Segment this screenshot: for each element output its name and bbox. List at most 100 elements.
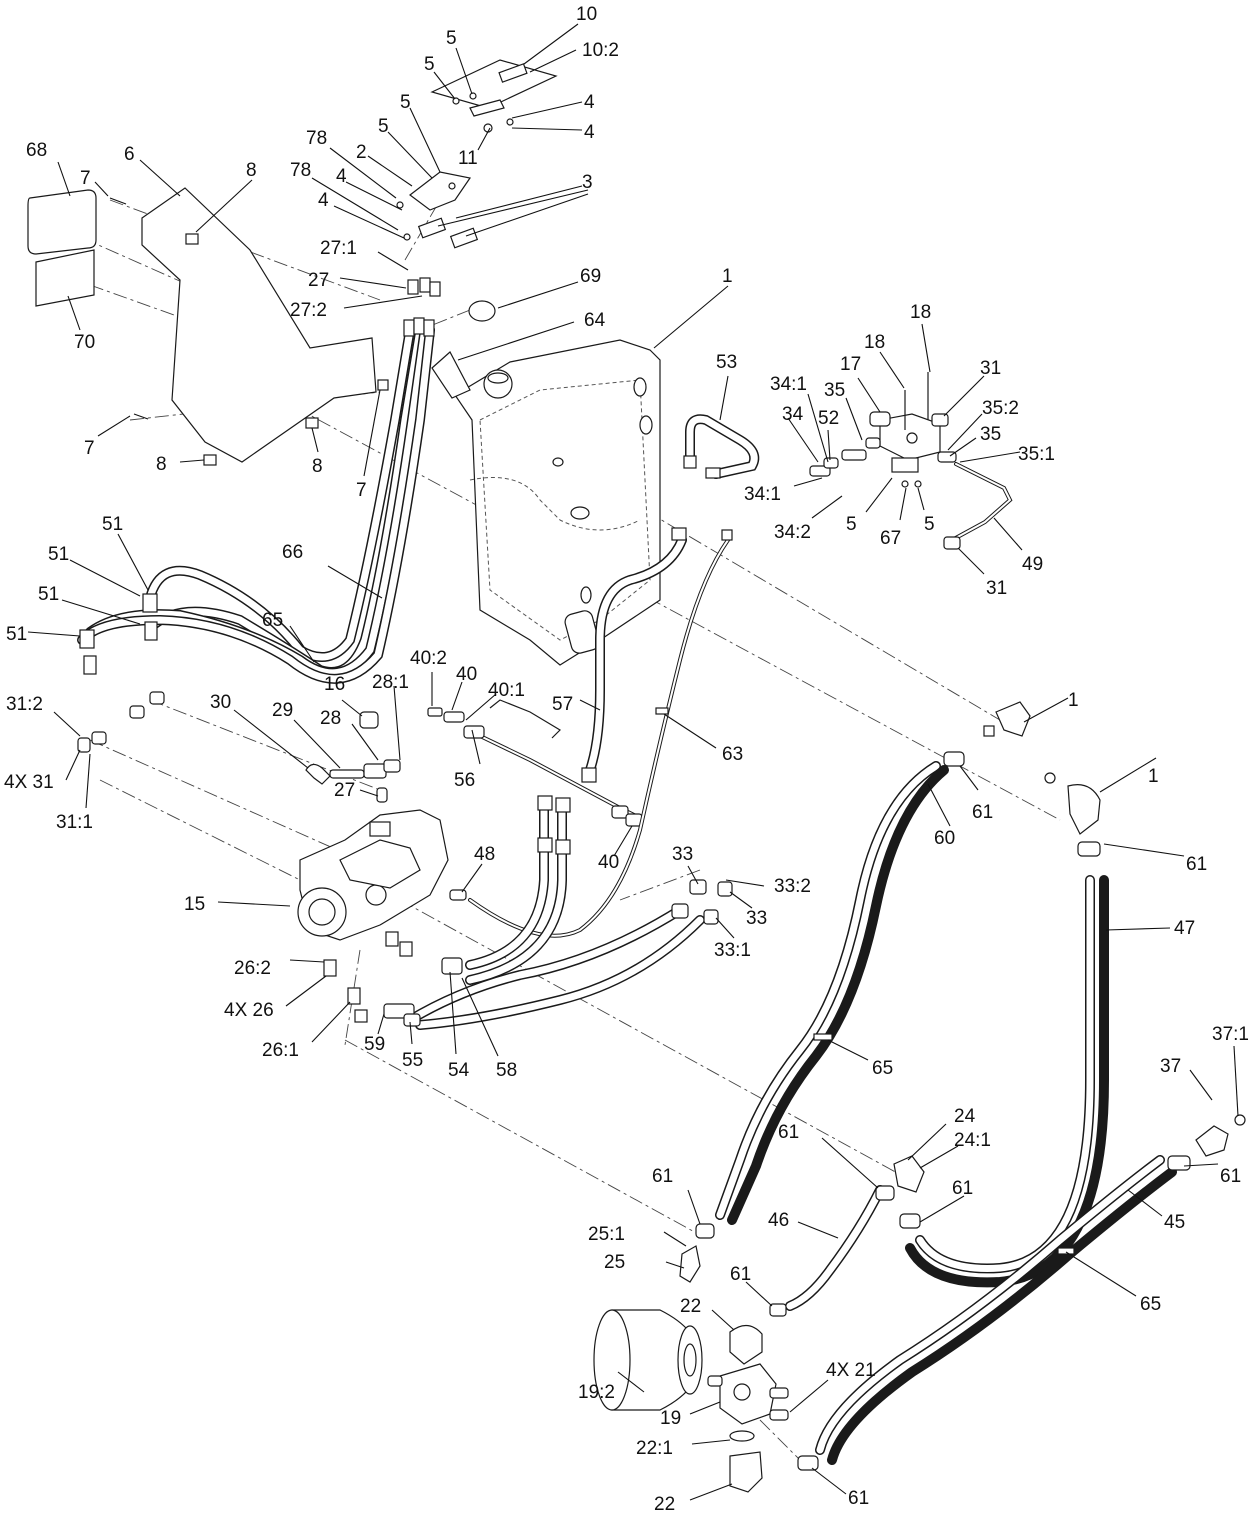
callout-35: 35 [824,380,845,401]
callout-labels: 10 10:2 5 5 4 4 11 5 5 78 2 3 78 4 4 68 … [4,4,1249,1515]
callout-48: 48 [474,844,495,865]
fittings-34-35 [809,437,881,477]
callout-33: 33 [672,844,693,865]
callout-10-2: 10:2 [582,40,619,61]
callout-4: 4 [584,92,595,113]
callout-25-1: 25:1 [588,1224,625,1245]
callout-18: 18 [910,302,931,323]
hose-63 [449,529,733,938]
callout-49: 49 [1022,554,1043,575]
hose-53 [683,414,760,479]
callout-5: 5 [424,54,435,75]
callout-25: 25 [604,1252,625,1273]
shield-6 [109,187,389,466]
callout-15: 15 [184,894,205,915]
callout-69: 69 [580,266,601,287]
callout-7: 7 [356,480,367,501]
callout-51: 51 [38,584,59,605]
callout-29: 29 [272,700,293,721]
callout-61: 61 [972,802,993,823]
callout-4x-26: 4X 26 [224,1000,274,1021]
callout-61: 61 [1220,1166,1241,1187]
callout-28-1: 28:1 [372,672,409,693]
callout-4x-31: 4X 31 [4,772,54,793]
callout-18: 18 [864,332,885,353]
elbow-25 [679,1223,715,1283]
callout-61: 61 [1186,854,1207,875]
callout-6: 6 [124,144,135,165]
callout-51: 51 [102,514,123,535]
callout-4: 4 [584,122,595,143]
callout-5: 5 [846,514,857,535]
callout-60: 60 [934,828,955,849]
hose-47 [899,841,1109,1288]
callout-27: 27 [308,270,329,291]
callout-34-2: 34:2 [774,522,811,543]
hoses-51 [77,277,441,684]
callout-61: 61 [730,1264,751,1285]
callout-63: 63 [722,744,743,765]
callout-58: 58 [496,1060,517,1081]
callout-8: 8 [156,454,167,475]
callout-65: 65 [262,610,283,631]
callout-61: 61 [952,1178,973,1199]
callout-5: 5 [400,92,411,113]
callout-66: 66 [282,542,303,563]
callout-65: 65 [872,1058,893,1079]
callout-11: 11 [458,148,478,169]
valve-block-17 [869,372,957,488]
callout-24: 24 [954,1106,976,1127]
callout-33-2: 33:2 [774,876,811,897]
callout-47: 47 [1174,918,1195,939]
callout-68: 68 [26,140,47,161]
callout-51: 51 [6,624,27,645]
callout-5: 5 [924,514,935,535]
leader-lines [27,23,1239,1501]
elbows-31 [77,691,165,753]
callout-37: 37 [1160,1056,1181,1077]
callout-67: 67 [880,528,901,549]
callout-2: 2 [356,142,367,163]
callout-64: 64 [584,310,606,331]
hose-57 [581,527,687,783]
callout-33: 33 [746,908,767,929]
callout-70: 70 [74,332,95,353]
callout-45: 45 [1164,1212,1185,1233]
callout-26-2: 26:2 [234,958,271,979]
decal-68 [27,189,97,255]
callout-34: 34 [782,404,804,425]
callout-31: 31 [986,578,1007,599]
callout-40: 40 [598,852,619,873]
callout-40-2: 40:2 [410,648,447,669]
callout-8: 8 [246,160,257,181]
callout-35-1: 35:1 [1018,444,1055,465]
callout-1: 1 [1148,766,1159,787]
callout-27: 27 [334,780,355,801]
callout-4: 4 [336,166,347,187]
filter-head-19 [707,1324,789,1493]
callout-5: 5 [446,28,457,49]
callout-19: 19 [660,1408,681,1429]
callout-4x-21: 4X 21 [826,1360,876,1381]
callout-4: 4 [318,190,329,211]
callout-40-1: 40:1 [488,680,525,701]
callout-52: 52 [818,408,839,429]
callout-78: 78 [290,160,311,181]
callout-16: 16 [324,674,345,695]
pump-15 [297,809,449,1023]
callout-27-1: 27:1 [320,238,357,259]
callout-31-1: 31:1 [56,812,93,833]
hose-46 [769,1155,925,1317]
callout-31-2: 31:2 [6,694,43,715]
callout-33-1: 33:1 [714,940,751,961]
hydraulic-tank-1 [380,300,661,666]
callout-30: 30 [210,692,231,713]
callout-34-1: 34:1 [770,374,807,395]
callout-24-1: 24:1 [954,1130,991,1151]
hose-60 [715,751,965,1225]
callout-5: 5 [378,116,389,137]
callout-57: 57 [552,694,573,715]
callout-7: 7 [84,438,95,459]
callout-61: 61 [652,1166,673,1187]
